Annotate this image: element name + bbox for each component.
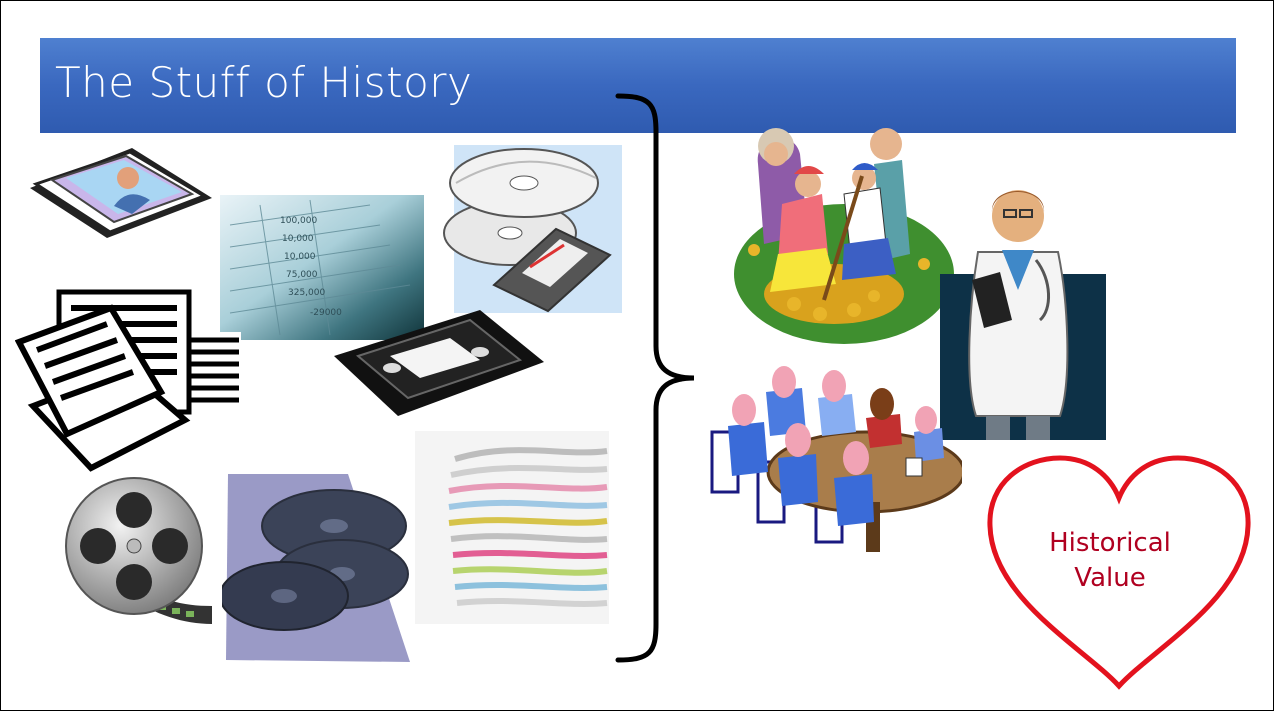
doctor-clipart xyxy=(940,190,1106,440)
spreadsheet-cell: 75,000 xyxy=(286,270,318,280)
documents-icon xyxy=(15,289,241,472)
photo-prints-icon xyxy=(30,148,212,238)
heart-label-line2: Value xyxy=(1074,563,1146,594)
spreadsheet-cell: -29000 xyxy=(310,308,342,318)
spreadsheet-cell: 100,000 xyxy=(280,216,317,226)
slide-title: The Stuff of History xyxy=(55,58,473,107)
meeting-table-clipart xyxy=(710,366,962,552)
spreadsheet-cell: 325,000 xyxy=(288,288,325,298)
spreadsheet-cell: 10,000 xyxy=(282,234,314,244)
family-raking-leaves-clipart xyxy=(734,128,954,344)
records-icon xyxy=(222,474,410,662)
spreadsheet-photo: 100,000 10,000 10,000 75,000 325,000 -29… xyxy=(220,195,424,340)
film-reel-icon xyxy=(65,477,212,624)
cd-floppy-icon xyxy=(443,145,622,313)
heart-icon xyxy=(987,455,1251,690)
spreadsheet-cell: 10,000 xyxy=(284,252,316,262)
curly-brace xyxy=(615,93,695,663)
heart-label-line1: Historical xyxy=(1049,528,1171,558)
heart-label: Historical Value xyxy=(1035,526,1185,596)
paper-files-stack xyxy=(415,431,609,624)
title-bar xyxy=(40,38,1236,133)
vhs-tape-icon xyxy=(334,310,544,416)
